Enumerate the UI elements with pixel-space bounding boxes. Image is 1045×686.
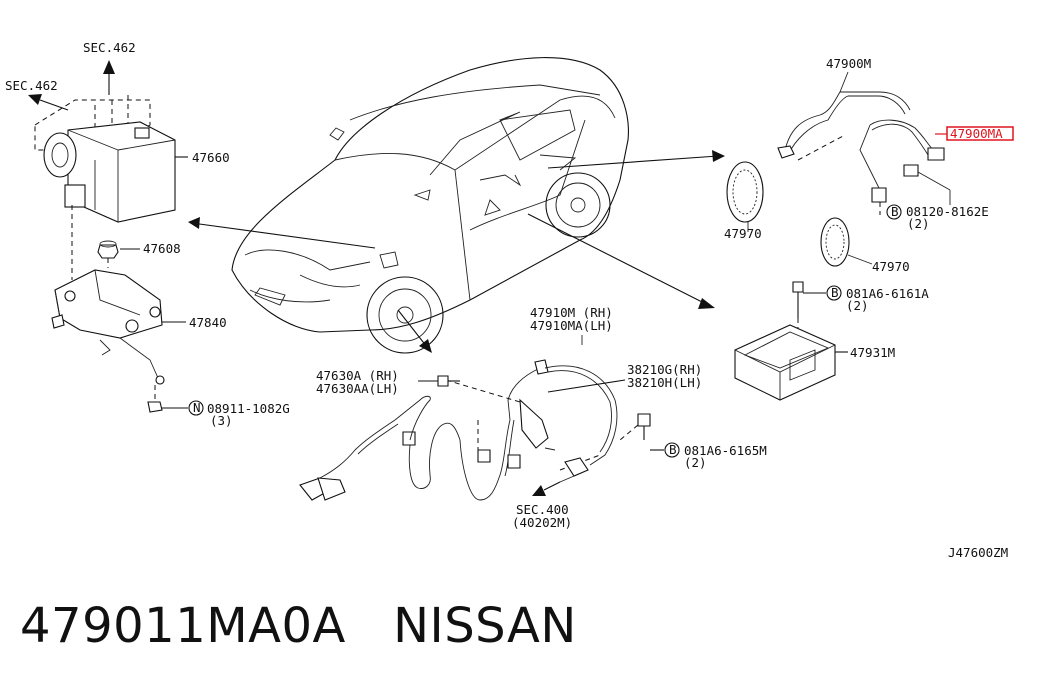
circle-b1-letter: B bbox=[891, 204, 899, 219]
part-number: 479011MA0A bbox=[20, 598, 346, 654]
label-38210g: 38210G(RH) bbox=[627, 362, 702, 377]
label-47840: 47840 bbox=[189, 315, 227, 330]
label-47970-left: 47970 bbox=[724, 226, 762, 241]
bolt-081a6-6165m bbox=[619, 413, 680, 458]
label-47931m: 47931M bbox=[850, 345, 895, 360]
circle-n-letter: N bbox=[193, 400, 201, 415]
brand-name: NISSAN bbox=[393, 598, 577, 654]
label-47970-right: 47970 bbox=[872, 259, 910, 274]
label-47660: 47660 bbox=[192, 150, 230, 165]
label-38210h: 38210H(LH) bbox=[627, 375, 702, 390]
circle-b2-letter: B bbox=[831, 285, 839, 300]
label-47900m: 47900M bbox=[826, 56, 871, 71]
circle-b3-letter: B bbox=[669, 442, 677, 457]
bushing-47608 bbox=[97, 240, 140, 268]
label-08120: 08120-8162E bbox=[906, 204, 989, 219]
label-081a6-6165m-qty: (2) bbox=[684, 455, 707, 470]
label-sec462-left: SEC.462 bbox=[5, 78, 58, 93]
label-47608: 47608 bbox=[143, 241, 181, 256]
label-47900ma: 47900MA bbox=[950, 126, 1003, 141]
label-081a6-6161a: 081A6-6161A bbox=[846, 286, 929, 301]
label-47630aa: 47630AA(LH) bbox=[316, 381, 399, 396]
bracket-47840 bbox=[51, 269, 204, 416]
diagram-code: J47600ZM bbox=[948, 545, 1008, 560]
front-sensor-harness bbox=[777, 71, 951, 215]
label-47630a: 47630A (RH) bbox=[316, 368, 399, 383]
label-081a6-6165m: 081A6-6165M bbox=[684, 443, 767, 458]
label-sec462-top: SEC.462 bbox=[83, 40, 136, 55]
label-47910m: 47910M (RH) bbox=[530, 305, 613, 320]
label-08911: 08911-1082G bbox=[207, 401, 290, 416]
car-illustration bbox=[231, 57, 629, 354]
tone-ring-right bbox=[820, 217, 873, 267]
tone-ring-left bbox=[726, 161, 764, 232]
footer-caption: 479011MA0A NISSAN bbox=[20, 598, 577, 654]
label-47910ma: 47910MA(LH) bbox=[530, 318, 613, 333]
label-081a6-6161a-qty: (2) bbox=[846, 298, 869, 313]
label-sec400: SEC.400 bbox=[516, 502, 569, 517]
leader-arrows bbox=[188, 150, 725, 353]
sensor-module-47931m bbox=[734, 324, 848, 401]
label-08911-qty: (3) bbox=[210, 413, 233, 428]
abs-actuator-assembly bbox=[28, 60, 188, 280]
label-08120-qty: (2) bbox=[907, 216, 930, 231]
rear-sensor-harness bbox=[299, 335, 626, 501]
part-labels: SEC.462 SEC.462 47660 47608 47840 N 0891… bbox=[5, 40, 1014, 560]
bolt-47630a bbox=[418, 375, 460, 387]
label-sec400-sub: (40202M) bbox=[512, 515, 572, 530]
